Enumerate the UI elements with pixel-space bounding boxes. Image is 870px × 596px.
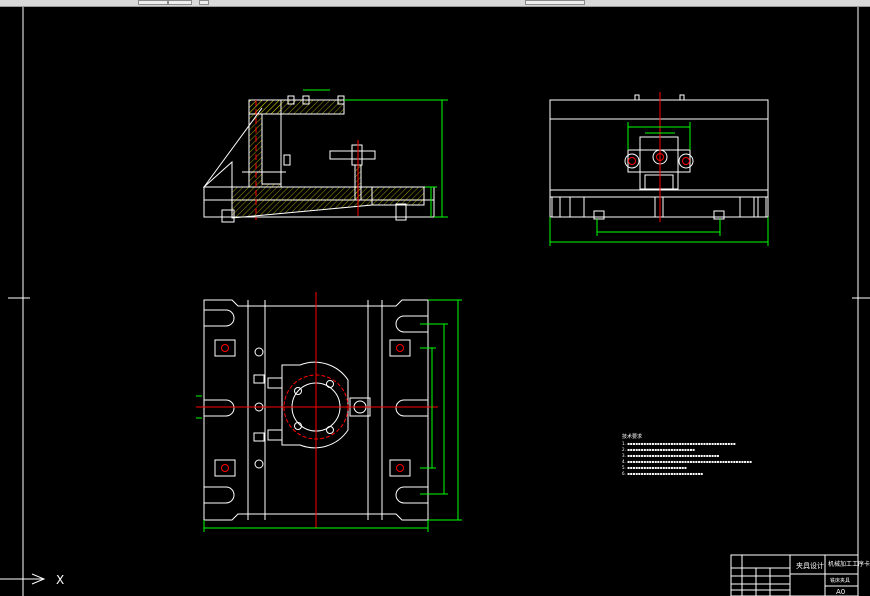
- tech-note-line: 3. ▪▪▪▪▪▪▪▪▪▪▪▪▪▪▪▪▪▪▪▪▪▪▪▪▪▪▪▪▪▪▪▪▪▪: [622, 453, 720, 458]
- side-view-dimensions: [549, 122, 769, 246]
- ucs-icon: [0, 573, 46, 585]
- tech-note-line: 5. ▪▪▪▪▪▪▪▪▪▪▪▪▪▪▪▪▪▪▪▪▪▪: [622, 465, 687, 470]
- top-view: [196, 292, 438, 528]
- title-block-project: 机械加工工序卡: [828, 560, 870, 568]
- tech-note-line: 技术要求: [622, 433, 642, 440]
- title-block-sheet-size: A0: [836, 588, 845, 596]
- tech-note-line: 1. ▪▪▪▪▪▪▪▪▪▪▪▪▪▪▪▪▪▪▪▪▪▪▪▪▪▪▪▪▪▪▪▪▪▪▪▪▪…: [622, 441, 736, 446]
- drawing-canvas[interactable]: 技术要求 1. ▪▪▪▪▪▪▪▪▪▪▪▪▪▪▪▪▪▪▪▪▪▪▪▪▪▪▪▪▪▪▪▪…: [0, 7, 870, 596]
- toolbar-strip: [0, 0, 870, 7]
- toolbar-button[interactable]: [525, 0, 585, 5]
- front-section-view: [202, 95, 435, 223]
- title-block-designer: 夹具设计: [796, 561, 824, 570]
- front-view-dimensions: [303, 89, 448, 218]
- drawing-border: [8, 7, 870, 596]
- title-block: [730, 554, 859, 596]
- toolbar-button[interactable]: [168, 0, 192, 5]
- ucs-x-axis-label: X: [56, 573, 64, 587]
- toolbar-button[interactable]: [138, 0, 168, 5]
- tech-note-line: 2. ▪▪▪▪▪▪▪▪▪▪▪▪▪▪▪▪▪▪▪▪▪▪▪▪▪: [622, 447, 695, 452]
- technical-notes: 技术要求 1. ▪▪▪▪▪▪▪▪▪▪▪▪▪▪▪▪▪▪▪▪▪▪▪▪▪▪▪▪▪▪▪▪…: [622, 433, 752, 476]
- title-block-part: 铣床夹具: [830, 577, 850, 584]
- tech-note-line: 6. ▪▪▪▪▪▪▪▪▪▪▪▪▪▪▪▪▪▪▪▪▪▪▪▪▪▪▪▪: [622, 471, 703, 476]
- toolbar-button[interactable]: [199, 0, 209, 5]
- tech-note-line: 4. ▪▪▪▪▪▪▪▪▪▪▪▪▪▪▪▪▪▪▪▪▪▪▪▪▪▪▪▪▪▪▪▪▪▪▪▪▪…: [622, 459, 752, 464]
- top-view-dimensions: [196, 299, 462, 532]
- side-view: [549, 92, 769, 222]
